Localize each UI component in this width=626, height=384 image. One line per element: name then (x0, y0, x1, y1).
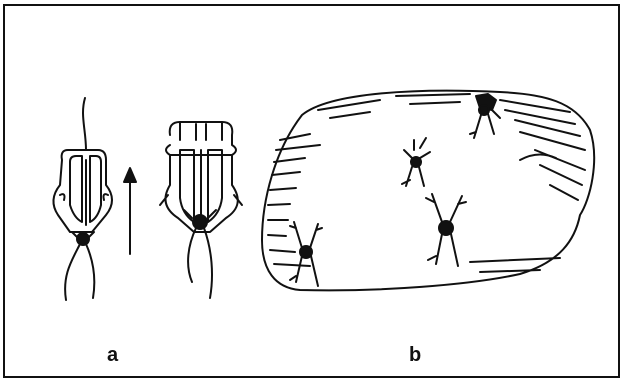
panel-b-label: b (409, 344, 421, 367)
larva-right-drawing (160, 122, 242, 298)
direction-arrow (124, 168, 136, 254)
panel-a-label: a (107, 344, 118, 367)
stone-larva-center (426, 194, 466, 266)
stone-larva-left (290, 222, 322, 286)
stone-larva-top-right (470, 105, 500, 138)
stone-larva-upper (402, 138, 430, 186)
larva-left-drawing (53, 98, 112, 300)
